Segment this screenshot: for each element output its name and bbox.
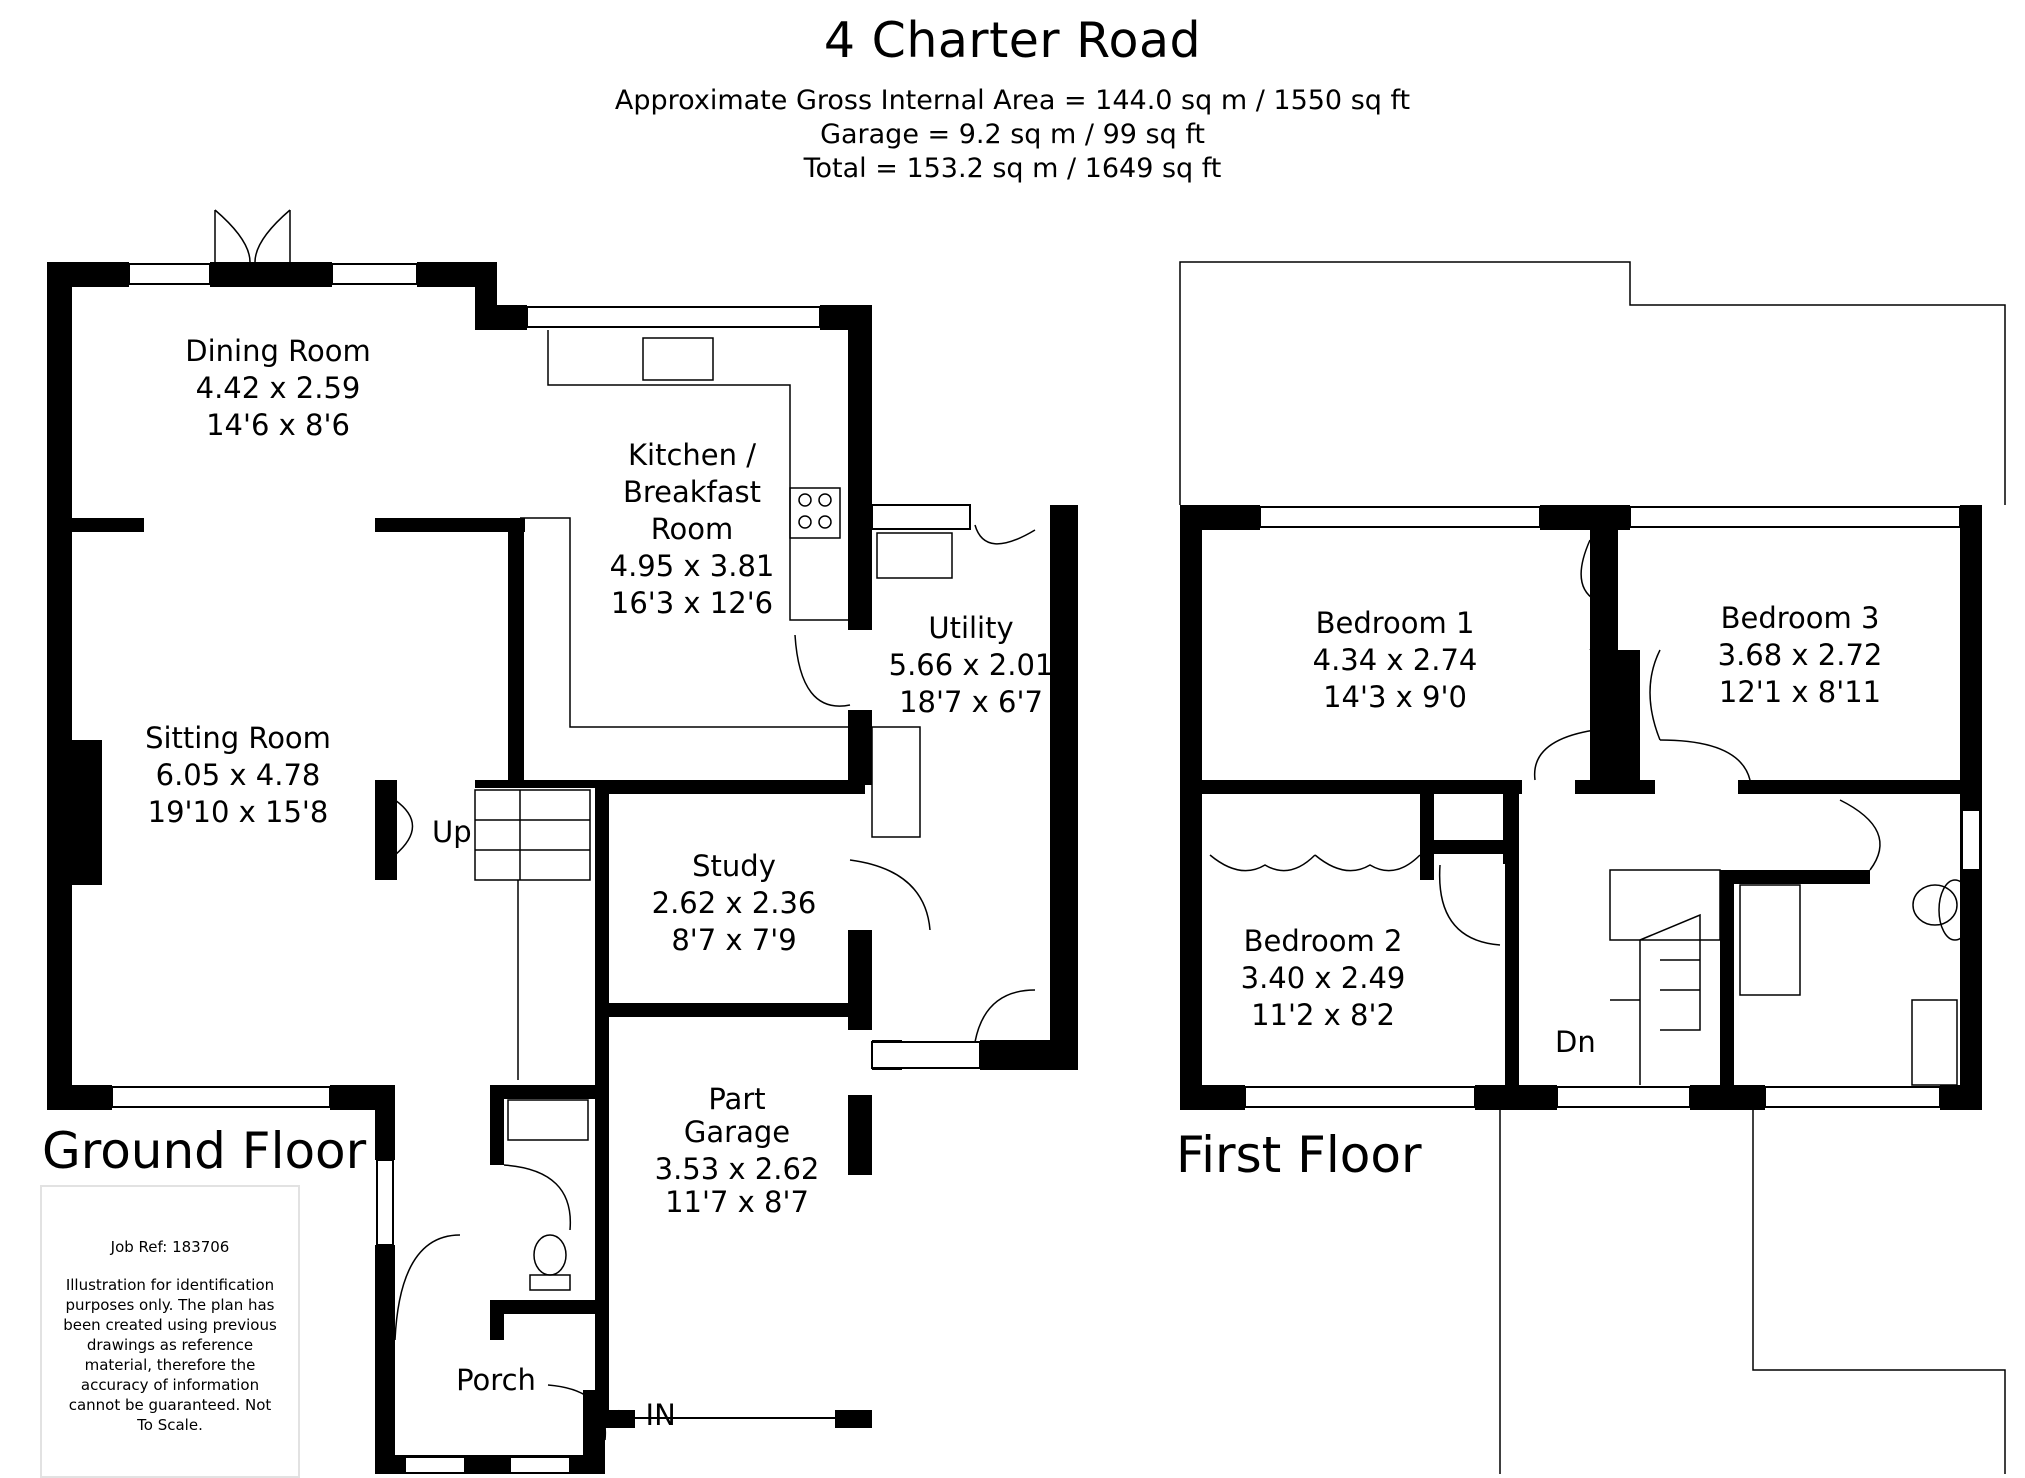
first-floor-windows (1244, 506, 1981, 1108)
bedroom3-label: Bedroom 3 3.68 x 2.72 12'1 x 8'11 (1718, 600, 1883, 711)
study-imperial: 8'7 x 7'9 (671, 923, 797, 957)
ground-floor-title: Ground Floor (42, 1122, 367, 1180)
bedroom2-imperial: 11'2 x 8'2 (1251, 998, 1395, 1032)
porch-name: Porch (456, 1363, 536, 1397)
study-name: Study (692, 849, 776, 883)
stair-up-label: Up (432, 815, 472, 849)
garage-imperial: 11'7 x 8'7 (665, 1185, 809, 1219)
area-summary: Approximate Gross Internal Area = 144.0 … (0, 84, 2025, 186)
kitchen-name-line2: Breakfast (622, 475, 762, 509)
ground-floor-walls (47, 262, 1078, 1474)
entrance-marker: ⇐ IN (612, 1398, 676, 1432)
bedroom3-imperial: 12'1 x 8'11 (1718, 675, 1882, 709)
bedroom2-name: Bedroom 2 (1243, 924, 1403, 958)
utility-name: Utility (928, 611, 1014, 645)
gross-area-line: Approximate Gross Internal Area = 144.0 … (614, 85, 1411, 116)
sitting-room-label: Sitting Room 6.05 x 4.78 19'10 x 15'8 (145, 720, 331, 831)
sitting-room-metric: 6.05 x 4.78 (155, 758, 321, 792)
disclaimer-text: Illustration for identification purposes… (63, 1276, 277, 1434)
garage-metric: 3.53 x 2.62 (654, 1152, 820, 1186)
total-area-line: Total = 153.2 sq m / 1649 sq ft (803, 153, 1222, 184)
first-floor-walls (1180, 505, 1982, 1110)
porch-label: Porch (456, 1362, 536, 1399)
kitchen-imperial: 16'3 x 12'6 (610, 586, 774, 620)
bedroom3-name: Bedroom 3 (1720, 601, 1880, 635)
bedroom2-label: Bedroom 2 3.40 x 2.49 11'2 x 8'2 (1241, 923, 1406, 1034)
study-label: Study 2.62 x 2.36 8'7 x 7'9 (652, 848, 817, 959)
first-floor-outline (1179, 261, 2006, 1474)
ground-floor-windows (111, 263, 981, 1474)
dining-room-label: Dining Room 4.42 x 2.59 14'6 x 8'6 (185, 333, 370, 444)
bedroom1-name: Bedroom 1 (1315, 606, 1475, 640)
first-floor-fixtures (1209, 539, 1972, 1086)
first-floor-title: First Floor (1176, 1126, 1422, 1184)
plan-title: 4 Charter Road (823, 12, 1202, 69)
study-metric: 2.62 x 2.36 (651, 886, 817, 920)
entrance-arrow-icon: ⇐ (612, 1398, 637, 1432)
bedroom1-imperial: 14'3 x 9'0 (1323, 680, 1467, 714)
kitchen-label: Kitchen / Breakfast Room 4.95 x 3.81 16'… (610, 437, 775, 622)
garage-area-line: Garage = 9.2 sq m / 99 sq ft (820, 119, 1205, 150)
utility-imperial: 18'7 x 6'7 (899, 685, 1043, 719)
utility-label: Utility 5.66 x 2.01 18'7 x 6'7 (889, 610, 1054, 721)
kitchen-metric: 4.95 x 3.81 (609, 549, 775, 583)
job-reference: Job Ref: 183706 (110, 1238, 230, 1256)
sitting-room-name: Sitting Room (145, 721, 331, 755)
entrance-label: IN (645, 1398, 676, 1432)
bedroom3-metric: 3.68 x 2.72 (1717, 638, 1883, 672)
bedroom1-metric: 4.34 x 2.74 (1312, 643, 1478, 677)
disclaimer-box: Job Ref: 183706 Illustration for identif… (40, 1185, 300, 1478)
garage-name-line1: Part (708, 1082, 766, 1116)
dining-room-imperial: 14'6 x 8'6 (206, 408, 350, 442)
sitting-room-imperial: 19'10 x 15'8 (147, 795, 329, 829)
utility-metric: 5.66 x 2.01 (888, 648, 1054, 682)
stair-down-label: Dn (1555, 1025, 1596, 1059)
garage-name-line2: Garage (683, 1115, 791, 1149)
bedroom2-metric: 3.40 x 2.49 (1240, 961, 1406, 995)
kitchen-name-line3: Room (650, 512, 734, 546)
dining-room-metric: 4.42 x 2.59 (195, 371, 361, 405)
kitchen-name-line1: Kitchen / (628, 438, 756, 472)
bedroom1-label: Bedroom 1 4.34 x 2.74 14'3 x 9'0 (1313, 605, 1478, 716)
ground-floor-fixtures (214, 209, 1036, 1441)
dining-room-name: Dining Room (185, 334, 371, 368)
garage-label: Part Garage 3.53 x 2.62 11'7 x 8'7 (655, 1083, 820, 1219)
